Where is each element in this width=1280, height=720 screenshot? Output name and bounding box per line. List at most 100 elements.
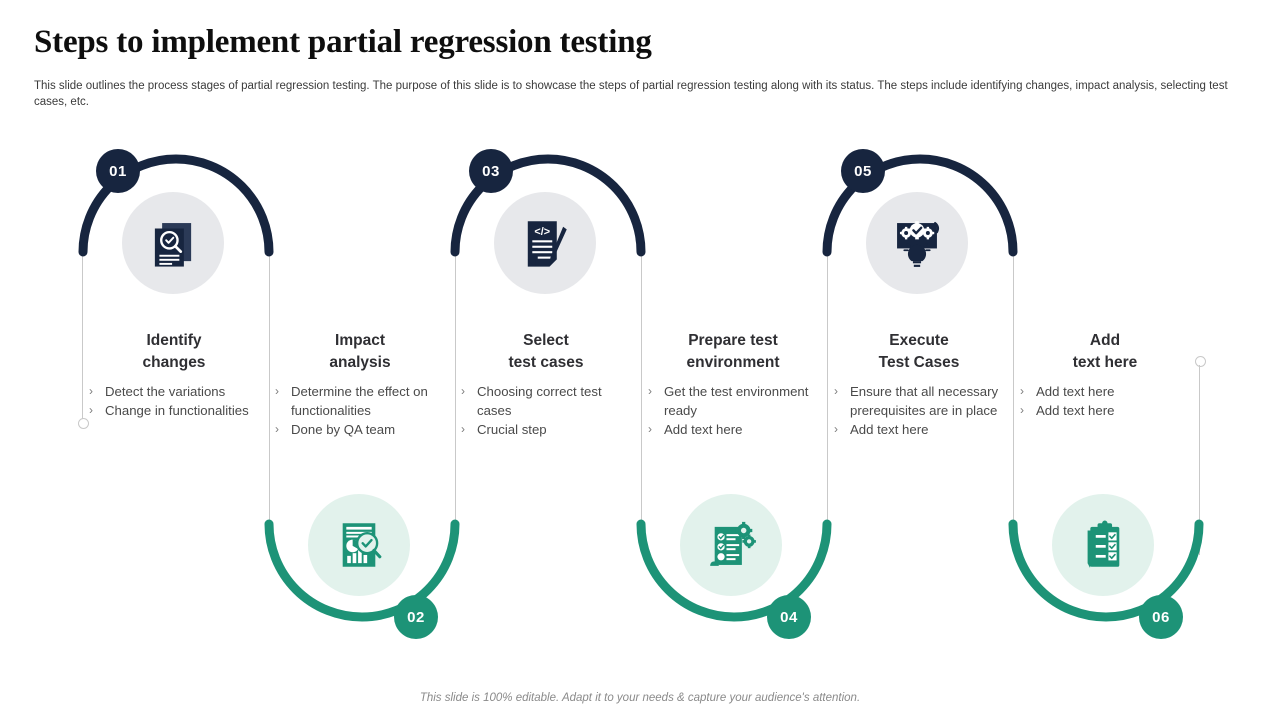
chevron-right-icon: › bbox=[834, 384, 838, 398]
step-column-03: Select test cases ›Choosing correct test… bbox=[458, 330, 634, 439]
step-title-line1-04: Prepare test bbox=[688, 332, 778, 349]
divider-line-6 bbox=[1199, 365, 1200, 555]
step-title-line2-06: text here bbox=[1072, 353, 1138, 371]
list-item: › Change in functionalities bbox=[86, 401, 262, 420]
list-item: › Detect the variations bbox=[86, 382, 262, 401]
step-title-line2-05: Test Cases bbox=[878, 353, 960, 371]
chevron-right-icon: › bbox=[648, 384, 652, 398]
list-item: ›Add text here bbox=[831, 420, 1007, 439]
step-badge-05[interactable]: 05 bbox=[841, 149, 885, 193]
step-title-line2-04: environment bbox=[686, 353, 780, 371]
step-title-06: Add text here bbox=[1017, 330, 1193, 373]
list-item: › Determine the effect on functionalities bbox=[272, 382, 448, 420]
chevron-right-icon: › bbox=[89, 384, 93, 398]
step-column-06: Add text here ›Add text here ›Add text h… bbox=[1017, 330, 1193, 420]
bullet-text: Add text here bbox=[1036, 403, 1115, 418]
code-document-pen-icon: </> bbox=[516, 214, 574, 272]
process-diagram: </> bbox=[0, 132, 1280, 652]
step-title-line2-01: changes bbox=[142, 353, 206, 371]
step-title-02: Impact analysis bbox=[272, 330, 448, 373]
list-item: › Ensure that all necessary prerequisites… bbox=[831, 382, 1007, 420]
icon-bubble-step-05 bbox=[866, 192, 968, 294]
list-item: › Done by QA team bbox=[272, 420, 448, 439]
divider-line-1 bbox=[269, 244, 270, 544]
bullet-text: Done by QA team bbox=[291, 422, 396, 437]
list-item: ›Add text here bbox=[1017, 382, 1193, 401]
icon-bubble-step-02 bbox=[308, 494, 410, 596]
step-column-05: Execute Test Cases › Ensure that all nece… bbox=[831, 330, 1007, 439]
document-search-icon bbox=[144, 214, 202, 272]
bullet-text: Add text here bbox=[850, 422, 929, 437]
step-number-05: 05 bbox=[854, 162, 872, 180]
footer-note: This slide is 100% editable. Adapt it to… bbox=[419, 692, 861, 704]
bullet-text: Ensure that all necessary prerequisites … bbox=[850, 384, 999, 418]
step-bullets-02: › Determine the effect on functionalities… bbox=[272, 382, 448, 439]
clipboard-checklist-icon bbox=[1074, 516, 1132, 574]
step-title-line1-03: Select bbox=[523, 332, 569, 349]
step-number-02: 02 bbox=[407, 608, 425, 626]
divider-line-4 bbox=[827, 244, 828, 544]
icon-bubble-step-04 bbox=[680, 494, 782, 596]
page-description: This slide outlines the process stages o… bbox=[34, 80, 1228, 108]
list-item: ›Add text here bbox=[1017, 401, 1193, 420]
step-column-04: Prepare test environment › Get the test e… bbox=[645, 330, 821, 439]
gears-lightbulb-icon bbox=[888, 214, 946, 272]
list-item: › Crucial step bbox=[458, 420, 634, 439]
step-title-03: Select test cases bbox=[458, 330, 634, 373]
step-title-line1-06: Add bbox=[1089, 332, 1121, 349]
step-number-04: 04 bbox=[780, 608, 798, 626]
bullet-text: Crucial step bbox=[477, 422, 547, 437]
step-number-06: 06 bbox=[1152, 608, 1170, 626]
step-title-line2-02: analysis bbox=[329, 353, 391, 371]
chevron-right-icon: › bbox=[461, 422, 465, 436]
step-badge-06[interactable]: 06 bbox=[1139, 595, 1183, 639]
arc-step-02 bbox=[264, 519, 460, 632]
step-title-05: Execute Test Cases bbox=[831, 330, 1007, 373]
arc-step-06 bbox=[1008, 519, 1204, 632]
bullet-text: Determine the effect on functionalities bbox=[291, 384, 428, 418]
svg-text:</>: </> bbox=[534, 226, 550, 238]
chevron-right-icon: › bbox=[275, 422, 279, 436]
divider-line-0 bbox=[82, 244, 83, 424]
chevron-right-icon: › bbox=[1020, 384, 1024, 398]
step-bullets-01: › Detect the variations › Change in functi… bbox=[86, 382, 262, 420]
step-bullets-06: ›Add text here ›Add text here bbox=[1017, 382, 1193, 420]
step-title-line1-02: Impact bbox=[335, 332, 385, 349]
bullet-text: Get the test environment ready bbox=[664, 384, 809, 418]
step-badge-02[interactable]: 02 bbox=[394, 595, 438, 639]
arc-step-03 bbox=[450, 144, 646, 257]
step-badge-01[interactable]: 01 bbox=[96, 149, 140, 193]
step-number-03: 03 bbox=[482, 162, 500, 180]
chevron-right-icon: › bbox=[89, 403, 93, 417]
step-title-line2-03: test cases bbox=[508, 353, 584, 371]
arc-step-04 bbox=[636, 519, 832, 632]
bullet-text: Detect the variations bbox=[105, 384, 226, 399]
step-bullets-03: ›Choosing correct test cases › Crucial st… bbox=[458, 382, 634, 439]
step-badge-03[interactable]: 03 bbox=[469, 149, 513, 193]
step-title-line1-01: Identify bbox=[146, 332, 202, 349]
list-item: ›Add text here bbox=[645, 420, 821, 439]
step-title-line1-05: Execute bbox=[889, 332, 949, 349]
divider-line-3 bbox=[641, 244, 642, 544]
arc-step-01 bbox=[78, 144, 274, 257]
step-number-01: 01 bbox=[109, 162, 127, 180]
page-title: Steps to implement partial regression te… bbox=[34, 24, 652, 60]
report-analysis-icon bbox=[330, 516, 388, 574]
step-bullets-04: › Get the test environment ready ›Add tex… bbox=[645, 382, 821, 439]
checklist-gears-icon bbox=[702, 516, 760, 574]
step-bullets-05: › Ensure that all necessary prerequisites… bbox=[831, 382, 1007, 439]
step-badge-04[interactable]: 04 bbox=[767, 595, 811, 639]
divider-line-5 bbox=[1013, 244, 1014, 544]
icon-bubble-step-03: </> bbox=[494, 192, 596, 294]
chevron-right-icon: › bbox=[648, 422, 652, 436]
step-column-02: Impact analysis › Determine the effect on… bbox=[272, 330, 448, 439]
chevron-right-icon: › bbox=[275, 384, 279, 398]
divider-endcap-right bbox=[1195, 356, 1206, 367]
bullet-text: Change in functionalities bbox=[105, 403, 249, 418]
step-title-04: Prepare test environment bbox=[645, 330, 821, 373]
list-item: ›Choosing correct test cases bbox=[458, 382, 634, 420]
bullet-text: Choosing correct test cases bbox=[477, 384, 602, 418]
divider-endcap-left bbox=[78, 418, 89, 429]
arc-step-05 bbox=[822, 144, 1018, 257]
